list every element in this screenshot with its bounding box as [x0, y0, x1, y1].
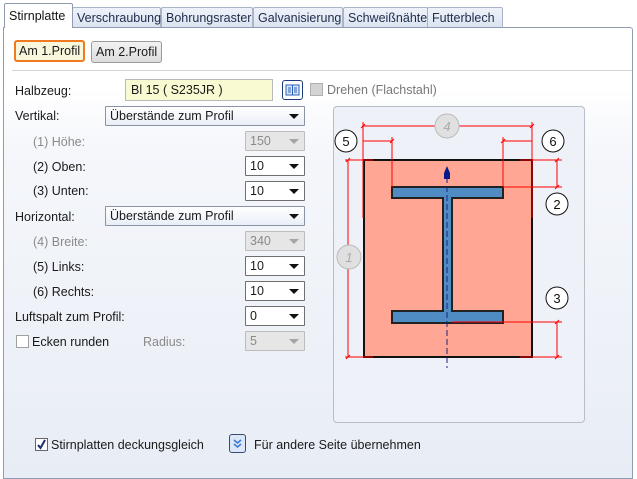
radius-combo[interactable]: 5 — [245, 331, 305, 351]
chevron-down-icon — [289, 339, 299, 344]
luftspalt-label: Luftspalt zum Profil: — [15, 310, 125, 324]
first-profile-button[interactable]: Am 1.Profil — [14, 40, 86, 62]
marker-2: 2 — [545, 192, 569, 216]
uebernehmen-button[interactable] — [229, 434, 246, 453]
oben-combo[interactable]: 10 — [245, 156, 305, 176]
halbzeug-field[interactable]: Bl 15 ( S235JR ) — [125, 79, 273, 101]
deckungsgleich-label: Stirnplatten deckungsgleich — [51, 438, 204, 452]
horizontal-label: Horizontal: — [15, 210, 75, 224]
vertikal-value: Überstände zum Profil — [110, 109, 234, 123]
links-label: (5) Links: — [33, 260, 85, 274]
marker-6: 6 — [541, 129, 565, 153]
tab-bohrungsraster[interactable]: Bohrungsraster — [161, 7, 253, 28]
chevron-down-icon — [289, 214, 299, 219]
tab-futterblech[interactable]: Futterblech — [427, 7, 503, 28]
marker-1: 1 — [336, 244, 362, 270]
chevron-down-icon — [289, 264, 299, 269]
dimension-lines — [345, 122, 562, 360]
chevron-down-icon — [289, 114, 299, 119]
unten-label: (3) Unten: — [33, 184, 89, 198]
links-combo[interactable]: 10 — [245, 256, 305, 276]
luftspalt-value: 0 — [250, 309, 257, 323]
rechts-value: 10 — [250, 284, 264, 298]
chevron-down-icon — [289, 189, 299, 194]
rechts-label: (6) Rechts: — [33, 285, 95, 299]
horizontal-value: Überstände zum Profil — [110, 209, 234, 223]
drehen-label: Drehen (Flachstahl) — [327, 83, 437, 97]
chevron-down-icon — [289, 139, 299, 144]
tab-verschraubung[interactable]: Verschraubung — [72, 7, 161, 28]
vertikal-select[interactable]: Überstände zum Profil — [105, 106, 305, 126]
catalog-browse-button[interactable] — [282, 80, 303, 100]
deckungsgleich-checkbox[interactable] — [35, 438, 48, 451]
drehen-checkbox[interactable] — [310, 83, 323, 96]
chevron-down-icon — [289, 239, 299, 244]
checkmark-icon — [37, 439, 46, 450]
breite-value: 340 — [250, 234, 271, 248]
second-profile-button[interactable]: Am 2.Profil — [91, 41, 163, 63]
tab-galvanisierung[interactable]: Galvanisierung — [253, 7, 343, 28]
halbzeug-label: Halbzeug: — [15, 84, 72, 98]
tab-schweissnaehte[interactable]: Schweißnähte — [343, 7, 428, 28]
radius-label: Radius: — [143, 335, 186, 349]
uebernehmen-label: Für andere Seite übernehmen — [254, 438, 421, 452]
catalog-icon — [285, 84, 300, 96]
svg-text:5: 5 — [342, 134, 349, 149]
ecken-runden-checkbox[interactable] — [16, 335, 29, 348]
svg-text:3: 3 — [553, 291, 560, 306]
marker-5: 5 — [334, 129, 358, 153]
oben-label: (2) Oben: — [33, 160, 86, 174]
hoehe-value: 150 — [250, 134, 271, 148]
hoehe-label: (1) Höhe: — [33, 135, 86, 149]
marker-4: 4 — [434, 113, 460, 139]
oben-value: 10 — [250, 159, 264, 173]
ecken-runden-label: Ecken runden — [32, 335, 110, 349]
radius-value: 5 — [250, 334, 257, 348]
chevron-down-icon — [289, 164, 299, 169]
luftspalt-combo[interactable]: 0 — [245, 306, 305, 326]
breite-label: (4) Breite: — [33, 235, 88, 249]
marker-3: 3 — [545, 286, 569, 310]
arrow-up-icon — [444, 166, 450, 179]
rechts-combo[interactable]: 10 — [245, 281, 305, 301]
horizontal-select[interactable]: Überstände zum Profil — [105, 206, 305, 226]
svg-text:6: 6 — [549, 134, 556, 149]
svg-text:2: 2 — [553, 197, 560, 212]
double-chevron-down-icon — [233, 439, 242, 448]
links-value: 10 — [250, 259, 264, 273]
chevron-down-icon — [289, 289, 299, 294]
svg-text:4: 4 — [443, 119, 450, 134]
unten-combo[interactable]: 10 — [245, 181, 305, 201]
svg-text:1: 1 — [345, 250, 352, 265]
vertikal-label: Vertikal: — [15, 109, 60, 123]
unten-value: 10 — [250, 184, 264, 198]
breite-combo[interactable]: 340 — [245, 231, 305, 251]
hoehe-combo[interactable]: 150 — [245, 131, 305, 151]
separator — [12, 70, 632, 71]
chevron-down-icon — [289, 314, 299, 319]
tab-stirnplatte[interactable]: Stirnplatte — [4, 3, 73, 28]
